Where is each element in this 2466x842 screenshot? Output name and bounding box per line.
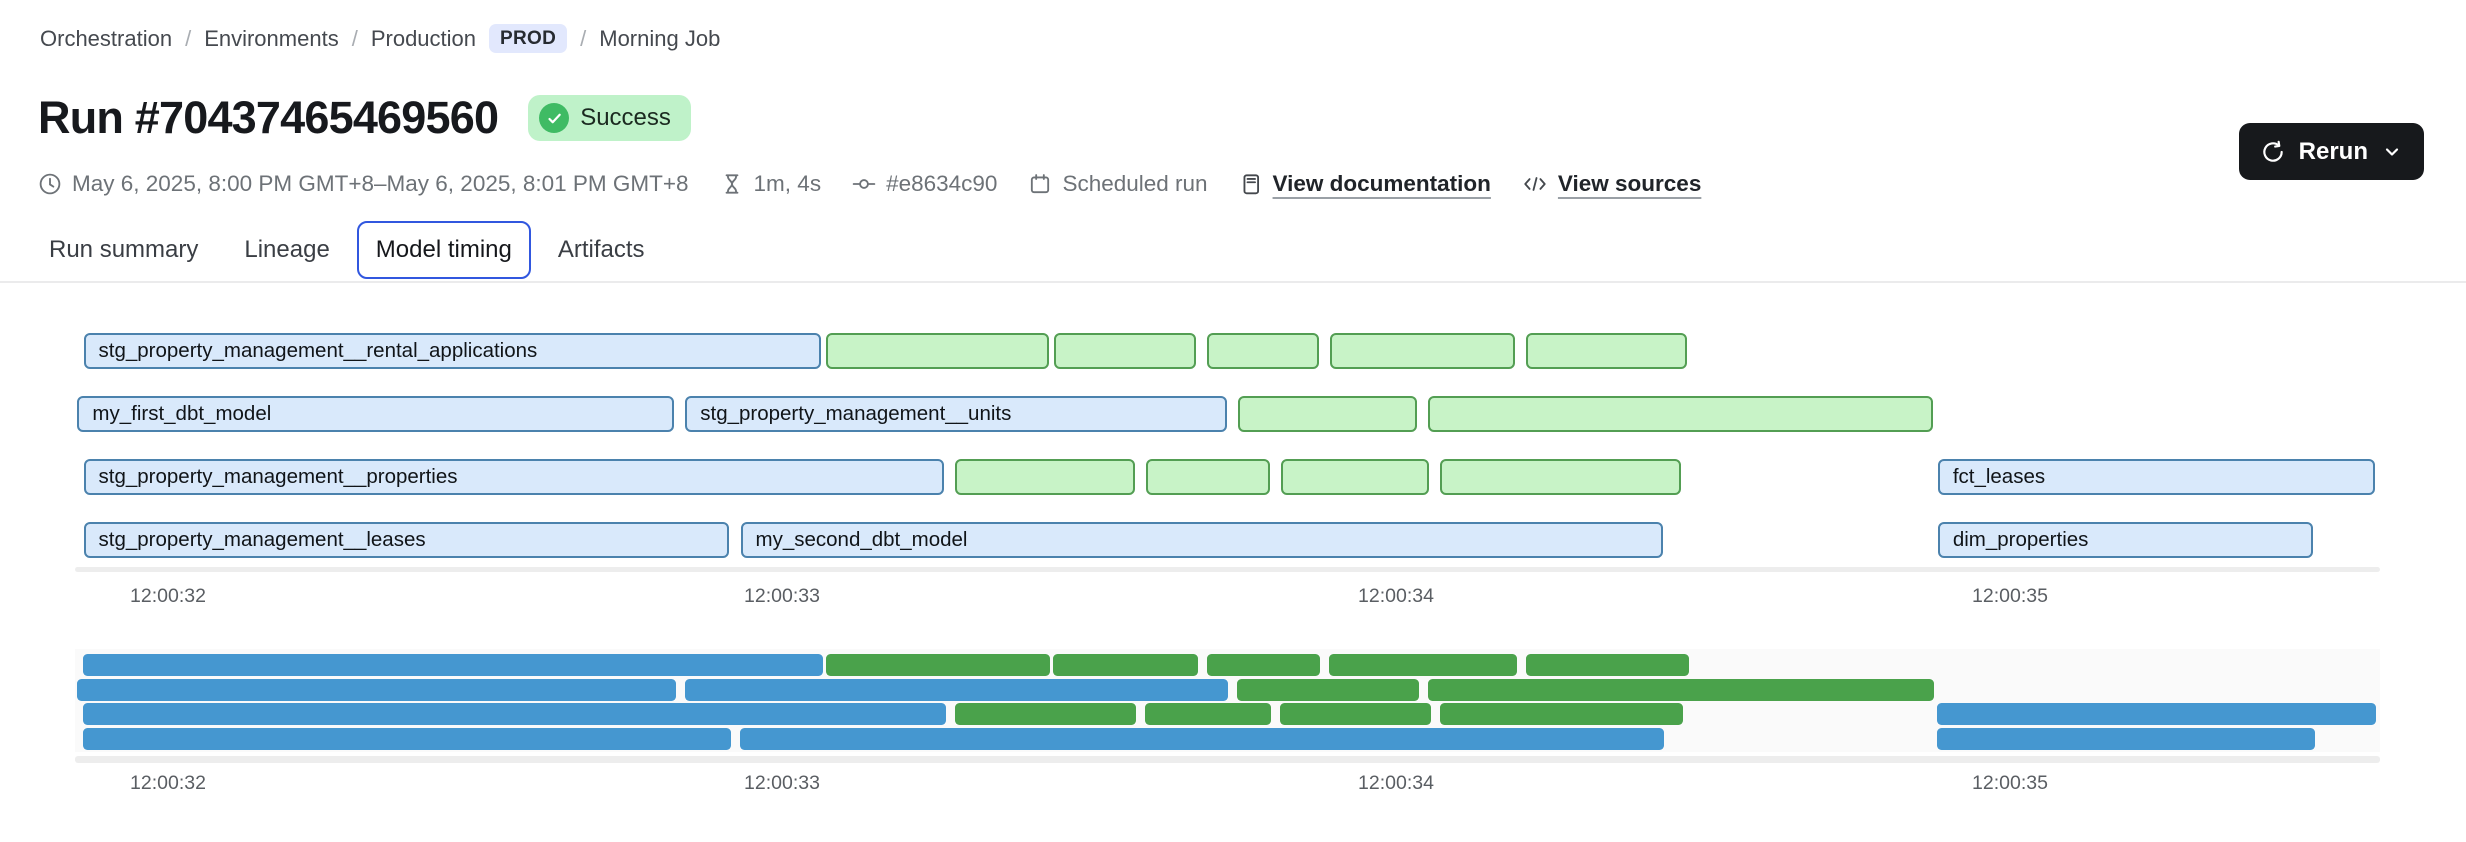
breadcrumb-environments[interactable]: Environments: [204, 25, 339, 51]
breadcrumb-production[interactable]: Production: [370, 25, 477, 51]
gantt-bar[interactable]: [1145, 459, 1270, 495]
gantt-bar-stg_property_management__units[interactable]: stg_property_management__units: [685, 396, 1227, 432]
tab-bar: Run summary Lineage Model timing Artifac…: [30, 221, 664, 279]
gantt-bar-stg_property_management__rental_applications[interactable]: stg_property_management__rental_applicat…: [83, 333, 822, 369]
gantt-bar[interactable]: [1526, 333, 1688, 369]
meta-time-range: May 6, 2025, 8:00 PM GMT+8–May 6, 2025, …: [38, 171, 689, 197]
meta-run-type-text: Scheduled run: [1062, 171, 1208, 196]
minimap-bar[interactable]: [1053, 654, 1198, 676]
gantt-bar-dim_properties[interactable]: dim_properties: [1937, 522, 2314, 558]
minimap-bar[interactable]: [83, 654, 823, 676]
gantt-bar[interactable]: [955, 459, 1135, 495]
rerun-label: Rerun: [2298, 137, 2368, 165]
gantt-bar-label: stg_property_management__properties: [98, 465, 458, 488]
minimap-bar[interactable]: [83, 728, 731, 750]
breadcrumb: Orchestration / Environments / Productio…: [40, 24, 720, 53]
gantt-bar[interactable]: [1329, 333, 1516, 369]
gantt-x-axis-tick: 12:00:34: [1358, 585, 1434, 607]
gantt-x-axis-tick: 12:00:32: [130, 585, 206, 607]
commit-icon: [852, 172, 876, 196]
view-documentation-link[interactable]: View documentation: [1272, 171, 1491, 196]
minimap-bar[interactable]: [1145, 703, 1272, 725]
breadcrumb-orchestration[interactable]: Orchestration: [40, 25, 173, 51]
tab-lineage[interactable]: Lineage: [225, 221, 348, 279]
minimap-x-axis-tick: 12:00:33: [744, 772, 820, 794]
rerun-refresh-icon: [2260, 139, 2286, 165]
minimap-bar[interactable]: [1937, 728, 2315, 750]
minimap-bar[interactable]: [1237, 679, 1419, 701]
gantt-bar-label: stg_property_management__rental_applicat…: [98, 339, 538, 362]
gantt-bar[interactable]: [1237, 396, 1418, 432]
page-title: Run #70437465469560: [38, 92, 499, 143]
breadcrumb-separator: /: [580, 25, 587, 51]
meta-commit-text: #e8634c90: [886, 171, 998, 196]
minimap-bar[interactable]: [1329, 654, 1517, 676]
hourglass-icon: [720, 172, 744, 196]
view-sources-link-item: View sources: [1522, 171, 1701, 197]
gantt-x-axis-tick: 12:00:33: [744, 585, 820, 607]
status-badge-label: Success: [580, 104, 671, 131]
gantt-bar-stg_property_management__properties[interactable]: stg_property_management__properties: [83, 459, 945, 495]
gantt-bar[interactable]: [826, 333, 1049, 369]
minimap-bar[interactable]: [83, 703, 946, 725]
breadcrumb-separator: /: [351, 25, 358, 51]
gantt-bar-label: my_first_dbt_model: [92, 402, 272, 425]
minimap-x-axis-tick: 12:00:35: [1972, 772, 2048, 794]
chevron-down-icon: [2381, 141, 2403, 163]
document-icon: [1239, 172, 1263, 196]
minimap-bar[interactable]: [76, 679, 676, 701]
breadcrumb-separator: /: [185, 25, 192, 51]
gantt-bar-label: stg_property_management__units: [700, 402, 1012, 425]
gantt-bar[interactable]: [1207, 333, 1319, 369]
gantt-bar-fct_leases[interactable]: fct_leases: [1937, 459, 2375, 495]
gantt-bar[interactable]: [1280, 459, 1430, 495]
gantt-bar-label: stg_property_management__leases: [98, 528, 426, 551]
meta-run-type: Scheduled run: [1028, 171, 1208, 197]
code-icon: [1522, 172, 1548, 196]
minimap-bar[interactable]: [825, 654, 1051, 676]
minimap-scrollbar[interactable]: [75, 756, 2380, 763]
minimap-bar[interactable]: [954, 703, 1137, 725]
gantt-bar[interactable]: [1440, 459, 1682, 495]
minimap-bar[interactable]: [1427, 679, 1935, 701]
minimap-bar[interactable]: [684, 679, 1229, 701]
tab-model-timing[interactable]: Model timing: [356, 221, 531, 279]
minimap-bar[interactable]: [1439, 703, 1683, 725]
minimap-bar[interactable]: [1525, 654, 1689, 676]
environment-badge: PROD: [489, 24, 568, 53]
meta-duration: 1m, 4s: [720, 171, 822, 197]
success-check-icon: [539, 103, 570, 133]
meta-commit: #e8634c90: [852, 171, 997, 197]
minimap-bar[interactable]: [1280, 703, 1431, 725]
gantt-bar[interactable]: [1428, 396, 1933, 432]
minimap-x-axis-tick: 12:00:34: [1358, 772, 1434, 794]
minimap-x-axis-tick: 12:00:32: [130, 772, 206, 794]
minimap-bar[interactable]: [1937, 703, 2377, 725]
calendar-icon: [1028, 172, 1052, 196]
gantt-bar-label: fct_leases: [1952, 465, 2046, 488]
clock-icon: [38, 172, 62, 196]
tab-artifacts[interactable]: Artifacts: [539, 221, 664, 279]
gantt-scrollbar[interactable]: [75, 567, 2380, 572]
view-sources-link[interactable]: View sources: [1557, 171, 1702, 196]
gantt-bar-my_second_dbt_model[interactable]: my_second_dbt_model: [740, 522, 1663, 558]
view-documentation-link-item: View documentation: [1239, 171, 1491, 197]
breadcrumb-morning-job[interactable]: Morning Job: [599, 25, 721, 51]
meta-time-range-text: May 6, 2025, 8:00 PM GMT+8–May 6, 2025, …: [72, 171, 689, 196]
meta-duration-text: 1m, 4s: [753, 171, 822, 196]
rerun-button[interactable]: Rerun: [2238, 123, 2424, 180]
minimap-bar[interactable]: [1206, 654, 1321, 676]
gantt-bar-label: dim_properties: [1952, 528, 2089, 551]
tabs-divider: [0, 281, 2466, 283]
tab-run-summary[interactable]: Run summary: [30, 221, 217, 279]
status-badge: Success: [528, 95, 691, 141]
run-meta-row: May 6, 2025, 8:00 PM GMT+8–May 6, 2025, …: [38, 166, 1701, 202]
minimap-bar[interactable]: [740, 728, 1665, 750]
title-row: Run #70437465469560 Success: [38, 92, 691, 144]
gantt-bar[interactable]: [1053, 333, 1197, 369]
gantt-bar-my_first_dbt_model[interactable]: my_first_dbt_model: [77, 396, 675, 432]
gantt-bar-stg_property_management__leases[interactable]: stg_property_management__leases: [83, 522, 730, 558]
gantt-bar-label: my_second_dbt_model: [755, 528, 968, 551]
gantt-x-axis-tick: 12:00:35: [1972, 585, 2048, 607]
